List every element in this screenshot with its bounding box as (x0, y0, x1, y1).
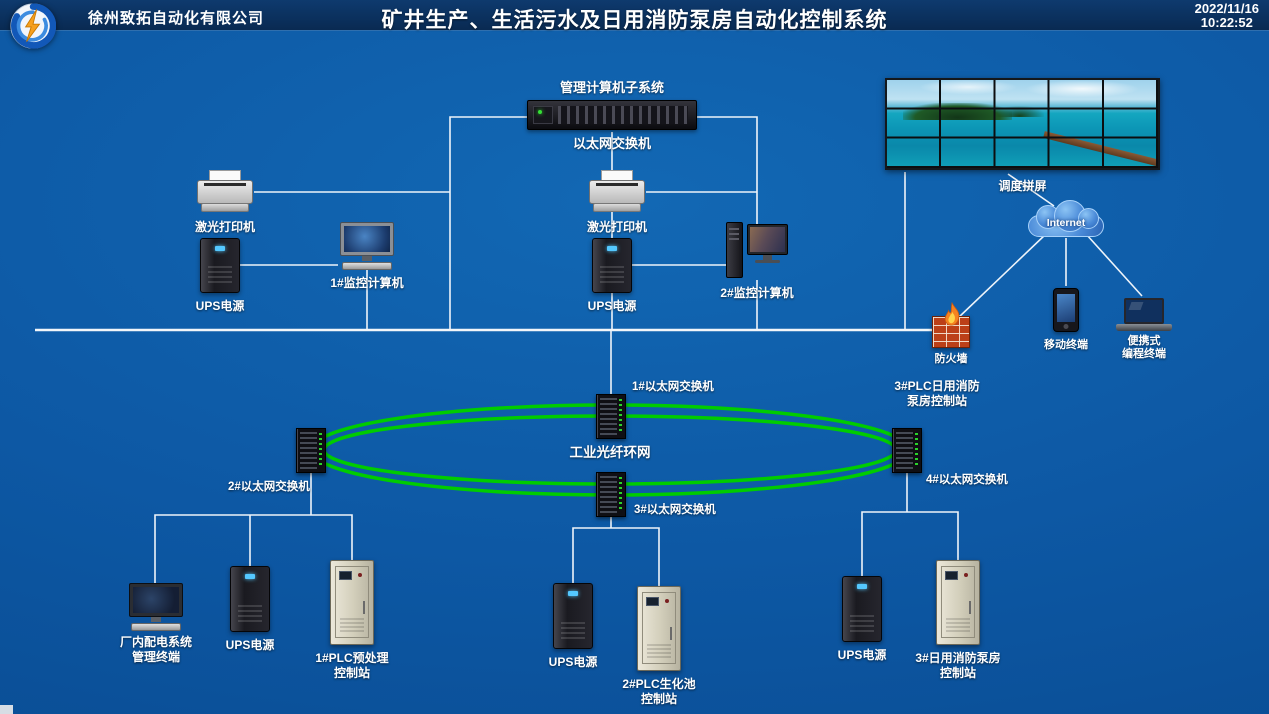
monitor-computer-2-label: 2#监控计算机 (720, 286, 794, 300)
laser-printer-2[interactable]: 激光打印机 (584, 170, 650, 235)
plc-cabinet-icon (637, 586, 681, 671)
ethernet-switch-3[interactable] (596, 472, 626, 517)
laser-printer-1[interactable]: 激光打印机 (192, 170, 258, 235)
ups-icon (200, 238, 240, 293)
laser-printer-2-label: 激光打印机 (586, 220, 647, 234)
ups-icon (592, 238, 632, 293)
plc2-biochemical-station[interactable]: 2#PLC生化池 控制站 (607, 586, 711, 707)
plc1-pretreatment-station[interactable]: 1#PLC预处理 控制站 (300, 560, 404, 681)
firewall-icon (932, 302, 970, 348)
internet-cloud[interactable]: Internet (1028, 200, 1104, 238)
video-wall-icon (885, 78, 1160, 170)
ups-left-label: UPS电源 (225, 638, 275, 652)
monitor-computer-2[interactable]: 2#监控计算机 (720, 222, 794, 301)
ups-1[interactable]: UPS电源 (192, 238, 248, 314)
date-text: 2022/11/16 (1194, 1, 1259, 16)
fire-pump-station-3-label: 3#日用消防泵房 控制站 (915, 651, 1001, 680)
ups-icon (230, 566, 270, 632)
company-logo-icon (10, 3, 56, 49)
power-distribution-terminal-label: 厂内配电系统 管理终端 (119, 635, 192, 664)
ups-2-label: UPS电源 (587, 299, 637, 313)
flame-icon (944, 302, 960, 326)
plc-cabinet-icon (936, 560, 980, 645)
ups-right-label: UPS电源 (837, 648, 887, 662)
switch-2-label: 2#以太网交换机 (228, 481, 310, 493)
plc1-station-label: 1#PLC预处理 控制站 (315, 651, 389, 680)
ethernet-switch-1[interactable] (596, 394, 626, 439)
ups-2[interactable]: UPS电源 (584, 238, 640, 314)
dispatch-video-wall[interactable]: 调度拼屏 (885, 78, 1160, 194)
taskbar-corner-artifact (0, 705, 13, 714)
mobile-terminal-label: 移动终端 (1044, 339, 1088, 351)
plc-cabinet-icon (330, 560, 374, 645)
monitor-computer-1[interactable]: 1#监控计算机 (330, 222, 404, 291)
ups-icon (842, 576, 882, 642)
firewall[interactable]: 防火墙 (928, 302, 974, 367)
mobile-terminal[interactable]: 移动终端 (1036, 288, 1096, 353)
video-wall-label: 调度拼屏 (998, 179, 1047, 193)
company-name: 徐州致拓自动化有限公司 (88, 10, 265, 27)
power-distribution-terminal[interactable]: 厂内配电系统 管理终端 (118, 583, 194, 665)
management-computer-subsystem[interactable]: 管理计算机子系统 以太网交换机 (518, 80, 706, 151)
fiber-ring-label: 工业光纤环网 (569, 445, 651, 460)
ethernet-switch-2[interactable] (296, 428, 326, 473)
ups-1-label: UPS电源 (195, 299, 245, 313)
ups-middle-label: UPS电源 (548, 655, 598, 669)
terminal-computer-icon (127, 583, 185, 631)
tower-computer-icon (726, 222, 788, 280)
time-text: 10:22:52 (1200, 15, 1253, 30)
mgmt-subsystem-label: 管理计算机子系统 (559, 80, 664, 95)
switch-4-label: 4#以太网交换机 (926, 474, 1008, 486)
desktop-computer-icon (338, 222, 396, 270)
datetime: 2022/11/16 10:22:52 (1195, 2, 1259, 30)
page-title: 矿井生产、生活污水及日用消防泵房自动化控制系统 (381, 9, 888, 32)
ethernet-switch-4[interactable] (892, 428, 922, 473)
header-bar (0, 0, 1269, 31)
ups-middle-station[interactable]: UPS电源 (545, 583, 601, 670)
plc2-station-label: 2#PLC生化池 控制站 (622, 677, 696, 706)
ups-icon (553, 583, 593, 649)
server-rack-icon (527, 100, 697, 130)
ups-right-station[interactable]: UPS电源 (834, 576, 890, 663)
switch-3-label: 3#以太网交换机 (634, 504, 716, 516)
portable-programming-terminal[interactable]: 便携式 编程终端 (1114, 298, 1174, 361)
switch-1-label: 1#以太网交换机 (632, 381, 714, 393)
laser-printer-1-label: 激光打印机 (194, 220, 255, 234)
cloud-icon: Internet (1028, 200, 1104, 238)
printer-icon (196, 170, 254, 214)
internet-label: Internet (1046, 217, 1086, 229)
fire-pump-station-3[interactable]: 3#日用消防泵房 控制站 (902, 560, 1014, 681)
plc3-remote-station-label: 3#PLC日用消防 泵房控制站 (894, 379, 980, 408)
portable-terminal-label: 便携式 编程终端 (1122, 335, 1166, 360)
monitor-computer-1-label: 1#监控计算机 (330, 276, 404, 290)
laptop-icon (1116, 298, 1172, 331)
ethernet-switch-label: 以太网交换机 (572, 136, 651, 151)
firewall-label: 防火墙 (934, 353, 968, 365)
printer-icon (588, 170, 646, 214)
ups-left-station[interactable]: UPS电源 (222, 566, 278, 653)
phone-icon (1053, 288, 1079, 332)
